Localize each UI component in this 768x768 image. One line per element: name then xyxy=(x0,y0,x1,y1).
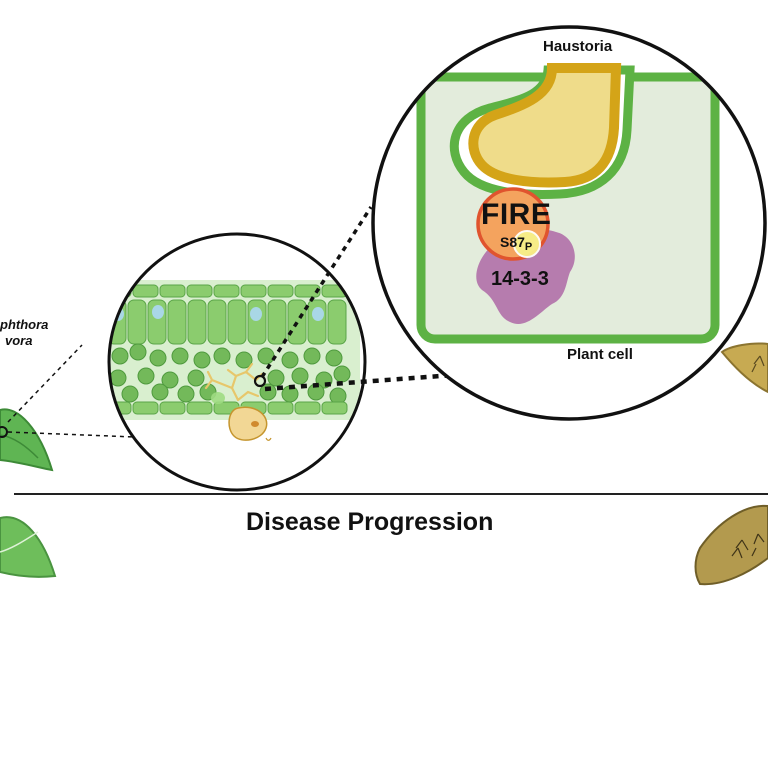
palisade-cell xyxy=(227,299,247,345)
epidermis-cell xyxy=(186,284,213,298)
mesophyll-cell xyxy=(187,369,205,387)
palisade-cell xyxy=(207,299,227,345)
mesophyll-cell xyxy=(303,347,321,365)
lower-epidermis-cell xyxy=(186,401,213,415)
lower-epidermis-cell xyxy=(294,401,321,415)
zoom-target-marker xyxy=(253,374,267,388)
palisade-cell xyxy=(287,299,307,345)
lower-epidermis-cell xyxy=(267,401,294,415)
vacuole xyxy=(152,305,164,319)
palisade-cell xyxy=(267,299,287,345)
epidermis-cell xyxy=(294,284,321,298)
epidermis-cell xyxy=(267,284,294,298)
fire-label: FIRE xyxy=(481,198,552,231)
mesophyll-cell xyxy=(111,347,129,365)
pathogen-name-line1: phthora xyxy=(0,317,49,332)
disease-progression-label: Disease Progression xyxy=(246,508,494,536)
zoom-connector-lower xyxy=(7,431,136,438)
mesophyll-cell xyxy=(177,385,195,403)
mesophyll-cell xyxy=(259,383,277,401)
mesophyll-cell xyxy=(161,371,179,389)
mesophyll-cell xyxy=(171,347,189,365)
palisade-cell xyxy=(327,299,347,345)
lower-epidermis-cell xyxy=(132,401,159,415)
infected-leaf-left xyxy=(0,408,54,472)
s87-label: S87P xyxy=(500,234,533,253)
haustoria-label: Haustoria xyxy=(543,38,613,55)
mesophyll-cell xyxy=(213,347,231,365)
mesophyll-cell xyxy=(281,351,299,369)
pathogen-name-line2: vora xyxy=(5,333,33,348)
s87-text: S87 xyxy=(500,234,525,250)
diseased-leaf-upper xyxy=(720,342,768,394)
epidermis-cell xyxy=(159,284,186,298)
palisade-cell xyxy=(187,299,207,345)
plant-cell-zoom xyxy=(371,25,767,421)
mesophyll-cell xyxy=(257,347,275,365)
leaf-cross-section xyxy=(107,232,367,492)
lower-epidermis-cell xyxy=(159,401,186,415)
vacuole xyxy=(312,307,324,321)
zoom-connector-upper xyxy=(7,344,83,423)
palisade-cell xyxy=(167,299,187,345)
palisade-cell xyxy=(247,299,267,345)
healthy-leaf-icon xyxy=(0,516,57,578)
diseased-leaf-lower xyxy=(694,504,768,586)
palisade-cell xyxy=(307,299,327,345)
zoom-connector-to-cell-lower xyxy=(264,372,455,392)
haustorium xyxy=(468,63,622,188)
lower-epidermis-cell xyxy=(321,401,348,415)
mesophyll-cell xyxy=(325,349,343,367)
mesophyll-cell xyxy=(109,369,127,387)
zoom-connector-to-cell-upper xyxy=(260,206,373,378)
epidermis-cell xyxy=(213,284,240,298)
mesophyll-cell xyxy=(137,367,155,385)
mesophyll-cell xyxy=(267,369,285,387)
mesophyll-cell xyxy=(151,383,169,401)
mesophyll-cell xyxy=(193,351,211,369)
mesophyll-cell xyxy=(149,349,167,367)
pathogen-hyphae xyxy=(204,362,272,441)
mesophyll-cell xyxy=(333,365,351,383)
phospho-text: P xyxy=(524,241,533,253)
mesophyll-cell xyxy=(129,343,147,361)
plant-cell-label: Plant cell xyxy=(567,346,633,363)
infection-site-marker xyxy=(0,426,8,438)
mesophyll-cell xyxy=(121,385,139,403)
protein-14-3-3-label: 14-3-3 xyxy=(491,268,549,290)
mesophyll-cell xyxy=(235,351,253,369)
mesophyll-cell xyxy=(291,367,309,385)
vacuole xyxy=(250,307,262,321)
epidermis-cell xyxy=(132,284,159,298)
palisade-cell xyxy=(127,299,147,345)
epidermis-cell xyxy=(240,284,267,298)
